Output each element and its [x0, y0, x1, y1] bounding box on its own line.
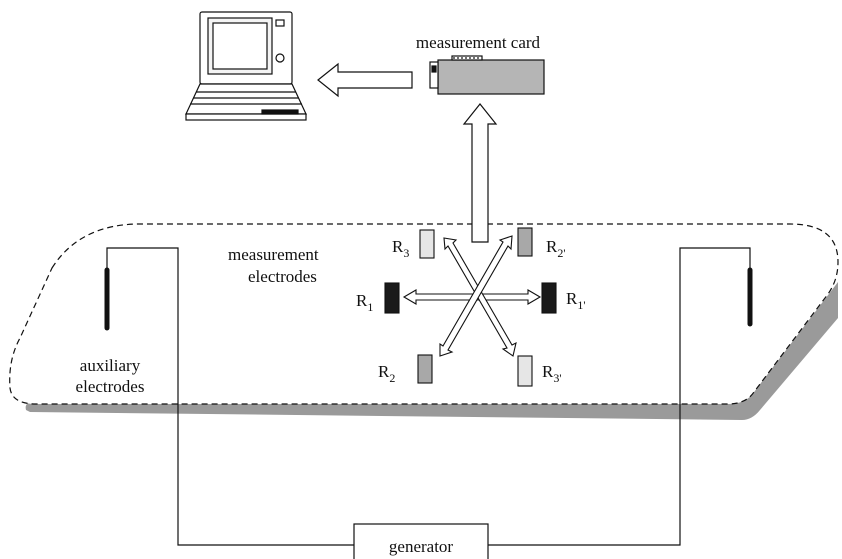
electrode-pair-arrows	[402, 235, 542, 357]
generator-label: generator	[389, 537, 454, 556]
r2p-label: R2'	[546, 237, 566, 260]
card-to-laptop-arrow	[317, 62, 413, 98]
r3p-label: R3'	[542, 362, 562, 385]
r2p-r2-arrow	[439, 235, 513, 357]
measurement-electrodes-label-line2: electrodes	[248, 267, 317, 286]
r1p-label: R1'	[566, 289, 586, 312]
electrode-r3	[419, 229, 435, 259]
auxiliary-electrodes-label-line2: electrodes	[76, 377, 145, 396]
auxiliary-electrodes-label-line1: auxiliary	[80, 356, 141, 375]
channel-shadow	[25, 282, 838, 420]
r3-r3p-arrow	[443, 237, 517, 357]
electrode-r3p	[517, 355, 533, 387]
electrode-r2	[417, 354, 433, 384]
circuit-wires	[106, 247, 751, 546]
right-wire	[488, 247, 751, 546]
r3-label: R3	[392, 237, 409, 260]
channel-outline	[9, 223, 839, 405]
left-wire	[106, 247, 354, 546]
generator-box	[353, 523, 489, 559]
electrode-r1p	[541, 282, 557, 314]
electrode-labels: R3 R2' R1 R1' R2 R3'	[356, 237, 586, 385]
measurement-electrodes-label-line1: measurement	[228, 245, 319, 264]
electrode-r1	[384, 282, 400, 314]
measurement-card-icon	[429, 55, 545, 95]
electrode-r2p	[517, 227, 533, 257]
measurement-electrodes	[384, 227, 557, 387]
r2-label: R2	[378, 362, 395, 385]
channel-tank	[9, 223, 839, 420]
measurement-card-label: measurement card	[416, 33, 541, 52]
electrodes-to-card-arrow	[462, 103, 498, 243]
r1-label: R1	[356, 291, 373, 314]
laptop-icon	[185, 11, 307, 121]
